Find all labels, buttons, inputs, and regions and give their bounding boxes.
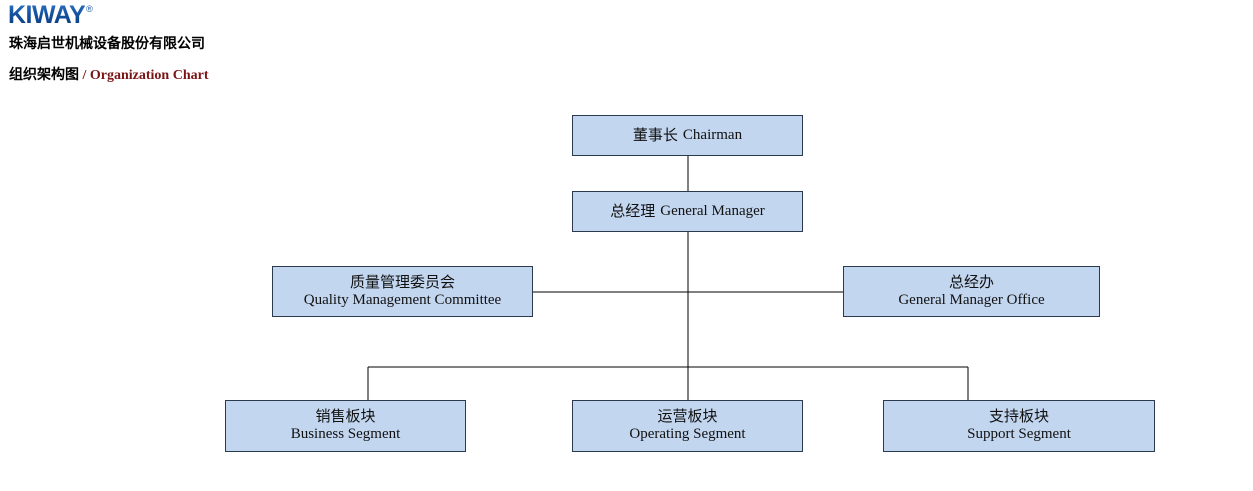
kiway-logo: KIWAY ® [8, 3, 93, 28]
node-quality-management-committee[interactable]: 质量管理委员会 Quality Management Committee [272, 266, 533, 317]
node-operating-segment-label-en: Operating Segment [629, 426, 746, 442]
node-quality-management-committee-label-zh: 质量管理委员会 [349, 273, 455, 291]
page-title-en: / Organization Chart [82, 68, 209, 83]
node-general-manager-office[interactable]: 总经办 General Manager Office [843, 266, 1100, 317]
node-operating-segment[interactable]: 运营板块 Operating Segment [572, 400, 803, 452]
node-general-manager-label-en: General Manager [660, 202, 765, 219]
node-general-manager[interactable]: 总经理 General Manager [572, 191, 803, 232]
node-general-manager-office-label-en: General Manager Office [898, 291, 1045, 308]
node-business-segment-label-zh: 销售板块 [315, 408, 376, 426]
logo-wordmark: KIWAY [8, 1, 86, 29]
company-name: 珠海启世机械设备股份有限公司 [9, 35, 205, 51]
node-general-manager-label-zh: 总经理 [610, 202, 656, 220]
node-support-segment-label-zh: 支持板块 [988, 408, 1049, 426]
node-chairman-label-zh: 董事长 [632, 126, 678, 144]
page-title-zh: 组织架构图 [9, 66, 79, 82]
node-business-segment[interactable]: 销售板块 Business Segment [225, 400, 466, 452]
node-operating-segment-label-zh: 运营板块 [657, 408, 718, 426]
node-chairman-label-en: Chairman [682, 126, 743, 143]
node-support-segment-label-en: Support Segment [967, 426, 1071, 442]
node-support-segment[interactable]: 支持板块 Support Segment [883, 400, 1155, 452]
node-chairman[interactable]: 董事长 Chairman [572, 115, 803, 156]
node-business-segment-label-en: Business Segment [290, 426, 401, 442]
node-quality-management-committee-label-en: Quality Management Committee [303, 291, 502, 308]
node-general-manager-office-label-zh: 总经办 [948, 273, 994, 291]
page-title: 组织架构图 / Organization Chart [9, 64, 209, 84]
registered-trademark-icon: ® [86, 4, 93, 14]
